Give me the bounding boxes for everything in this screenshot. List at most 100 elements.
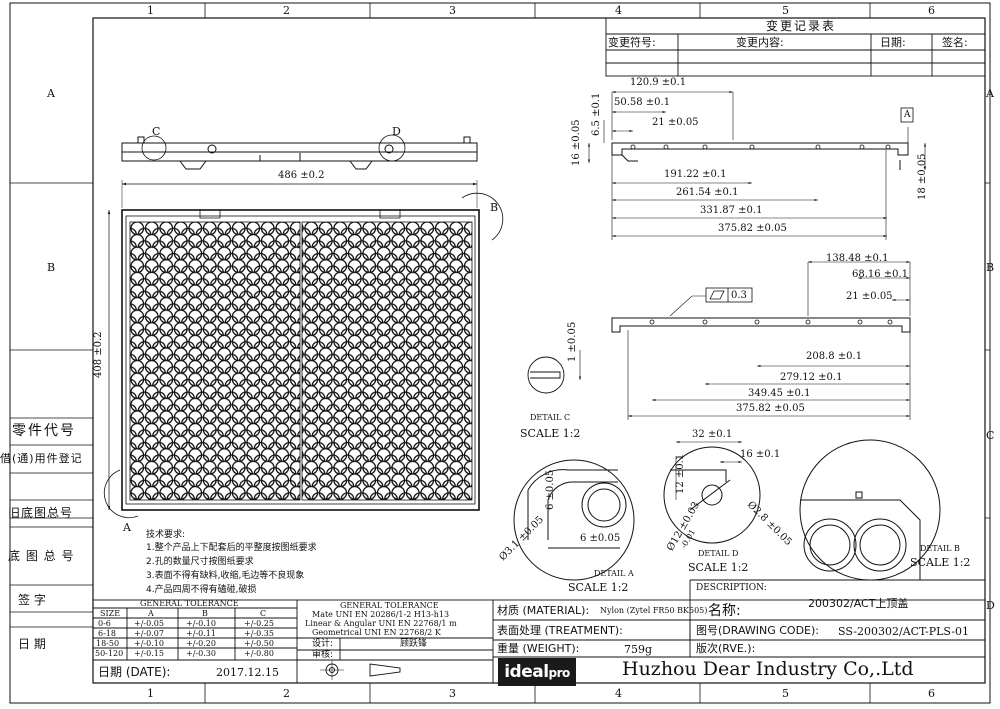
change-record-date-header: 日期: [880, 36, 906, 49]
change-record-content-header: 变更内容: [736, 36, 784, 49]
side-label-part-code: 零件代号 [12, 423, 76, 439]
zone-col-2: 2 [283, 4, 290, 17]
tol-row-3-b: +/-0.20 [186, 639, 216, 648]
drawing-code-value: SS-200302/ACT-PLS-01 [838, 625, 970, 638]
treatment-label: 表面处理 (TREATMENT): [497, 624, 623, 637]
zone-row-b: B [47, 261, 56, 274]
dim-208-8: 208.8 ±0.1 [806, 351, 863, 362]
zone-row-c-right: C [986, 429, 995, 442]
tol-row-2-a: +/-0.07 [134, 629, 164, 638]
dim-408: 408 ±0.2 [93, 331, 104, 378]
date-value: 2017.12.15 [216, 666, 279, 679]
dim-6-b: 6 ±0.05 [580, 533, 621, 544]
dim-21-top: 21 ±0.05 [652, 117, 699, 128]
detail-b-scale: SCALE 1:2 [910, 556, 971, 569]
dim-18: 18 ±0.05 [917, 153, 928, 200]
tolerance-title: GENERAL TOLERANCE [140, 599, 239, 608]
detail-a-scale: SCALE 1:2 [568, 581, 629, 594]
tol-row-4-c: +/-0.80 [244, 649, 274, 658]
general-tolerance-line-2: Linear & Angular UNI EN 22768/1 m [305, 619, 457, 628]
dim-261-54: 261.54 ±0.1 [676, 187, 739, 198]
dim-6-a: 6 ±0.05 [545, 469, 556, 510]
tol-row-4-b: +/-0.30 [186, 649, 216, 658]
dim-120-9: 120.9 ±0.1 [630, 77, 687, 88]
tol-row-4-a: +/-0.15 [134, 649, 164, 658]
dim-191-22: 191.22 ±0.1 [664, 169, 727, 180]
dim-12: 12 ±0.1 [675, 453, 686, 494]
revision-label: 版次(RVE.): [696, 642, 756, 655]
zone-col-2-bottom: 2 [283, 687, 290, 700]
design-label: 设计: [312, 639, 334, 649]
zone-row-b-right: B [986, 261, 995, 274]
logo-text-pro: pro [548, 666, 571, 680]
tol-header-a: A [148, 609, 154, 618]
marker-d: D [392, 125, 401, 138]
zone-col-5: 5 [782, 4, 789, 17]
detail-a-label: DETAIL A [594, 569, 634, 578]
tol-row-1-size: 0-6 [98, 619, 111, 628]
side-label-base-number: 底 图 总 号 [8, 549, 75, 563]
change-record-title: 变更记录表 [766, 19, 837, 33]
notes-item-4: 4.产品四周不得有磕碰,破损 [146, 585, 257, 595]
company-name: Huzhou Dear Industry Co,.Ltd [622, 658, 914, 680]
drawing-code-label: 图号(DRAWING CODE): [696, 624, 820, 637]
detail-d-scale: SCALE 1:2 [688, 561, 749, 574]
designer-name: 顾跃锋 [400, 639, 428, 649]
detail-b-label: DETAIL B [920, 544, 960, 553]
zone-row-a-right: A [986, 87, 994, 100]
tol-row-2-b: +/-0.11 [186, 629, 216, 638]
dim-1: 1 ±0.05 [567, 321, 578, 362]
dim-32: 32 ±0.1 [692, 429, 733, 440]
material-label: 材质 (MATERIAL): [497, 604, 590, 617]
dim-375-82-top: 375.82 ±0.05 [718, 223, 787, 234]
zone-col-4: 4 [615, 4, 622, 17]
review-label: 审核: [312, 650, 334, 660]
change-record-sign-header: 签名: [942, 36, 968, 49]
zone-col-3-bottom: 3 [449, 687, 456, 700]
datum-a: A [904, 110, 911, 120]
notes-title: 技术要求: [146, 530, 186, 540]
logo-text-ideal: ideal [504, 662, 549, 682]
zone-col-1-bottom: 1 [147, 687, 154, 700]
tol-row-1-c: +/-0.25 [244, 619, 274, 628]
dim-331-87: 331.87 ±0.1 [700, 205, 763, 216]
marker-a: A [123, 521, 131, 534]
tol-row-3-c: +/-0.50 [244, 639, 274, 648]
zone-col-4-bottom: 4 [615, 687, 622, 700]
dim-349-45: 349.45 ±0.1 [748, 388, 811, 399]
zone-col-5-bottom: 5 [782, 687, 789, 700]
tol-row-3-size: 18-50 [96, 639, 120, 648]
tol-row-4-size: 50-120 [95, 649, 124, 658]
general-tolerance-title: GENERAL TOLERANCE [340, 601, 439, 610]
material-value: Nylon (Zytel FR50 BK505) [600, 606, 708, 615]
marker-b: B [490, 201, 499, 214]
side-label-borrowed-register: 借(通)用件登记 [0, 452, 83, 465]
dim-486: 486 ±0.2 [278, 170, 325, 181]
tol-header-b: B [202, 609, 208, 618]
dim-6-5: 6.5 ±0.1 [591, 92, 602, 136]
zone-col-6: 6 [928, 4, 935, 17]
dim-21-mid: 21 ±0.05 [846, 291, 893, 302]
zone-col-1: 1 [147, 4, 154, 17]
marker-c: C [152, 125, 161, 138]
notes-item-3: 3.表面不得有缺料,收缩,毛边等不良现象 [146, 571, 305, 581]
dim-16-detail: 16 ±0.1 [740, 449, 781, 460]
dim-16: 16 ±0.05 [571, 119, 582, 166]
detail-d-label: DETAIL D [698, 549, 739, 558]
description-label: DESCRIPTION: [696, 583, 767, 593]
weight-value: 759g [624, 643, 653, 656]
detail-c-label: DETAIL C [530, 413, 571, 422]
side-label-signature: 签 字 [18, 593, 46, 607]
general-tolerance-line-3: Geometrical UNI EN 22768/2 K [312, 628, 441, 637]
flatness-value: 0.3 [731, 290, 747, 301]
dim-375-82-mid: 375.82 ±0.05 [736, 403, 805, 414]
general-tolerance-line-1: Mate UNI EN 20286/1-2 H13-h13 [312, 610, 450, 619]
tol-row-2-size: 6-18 [98, 629, 116, 638]
tol-row-1-a: +/-0.05 [134, 619, 164, 628]
tol-header-size: SIZE [100, 609, 121, 618]
zone-col-3: 3 [449, 4, 456, 17]
tol-row-1-b: +/-0.10 [186, 619, 216, 628]
change-record-symbol-header: 变更符号: [608, 36, 656, 49]
